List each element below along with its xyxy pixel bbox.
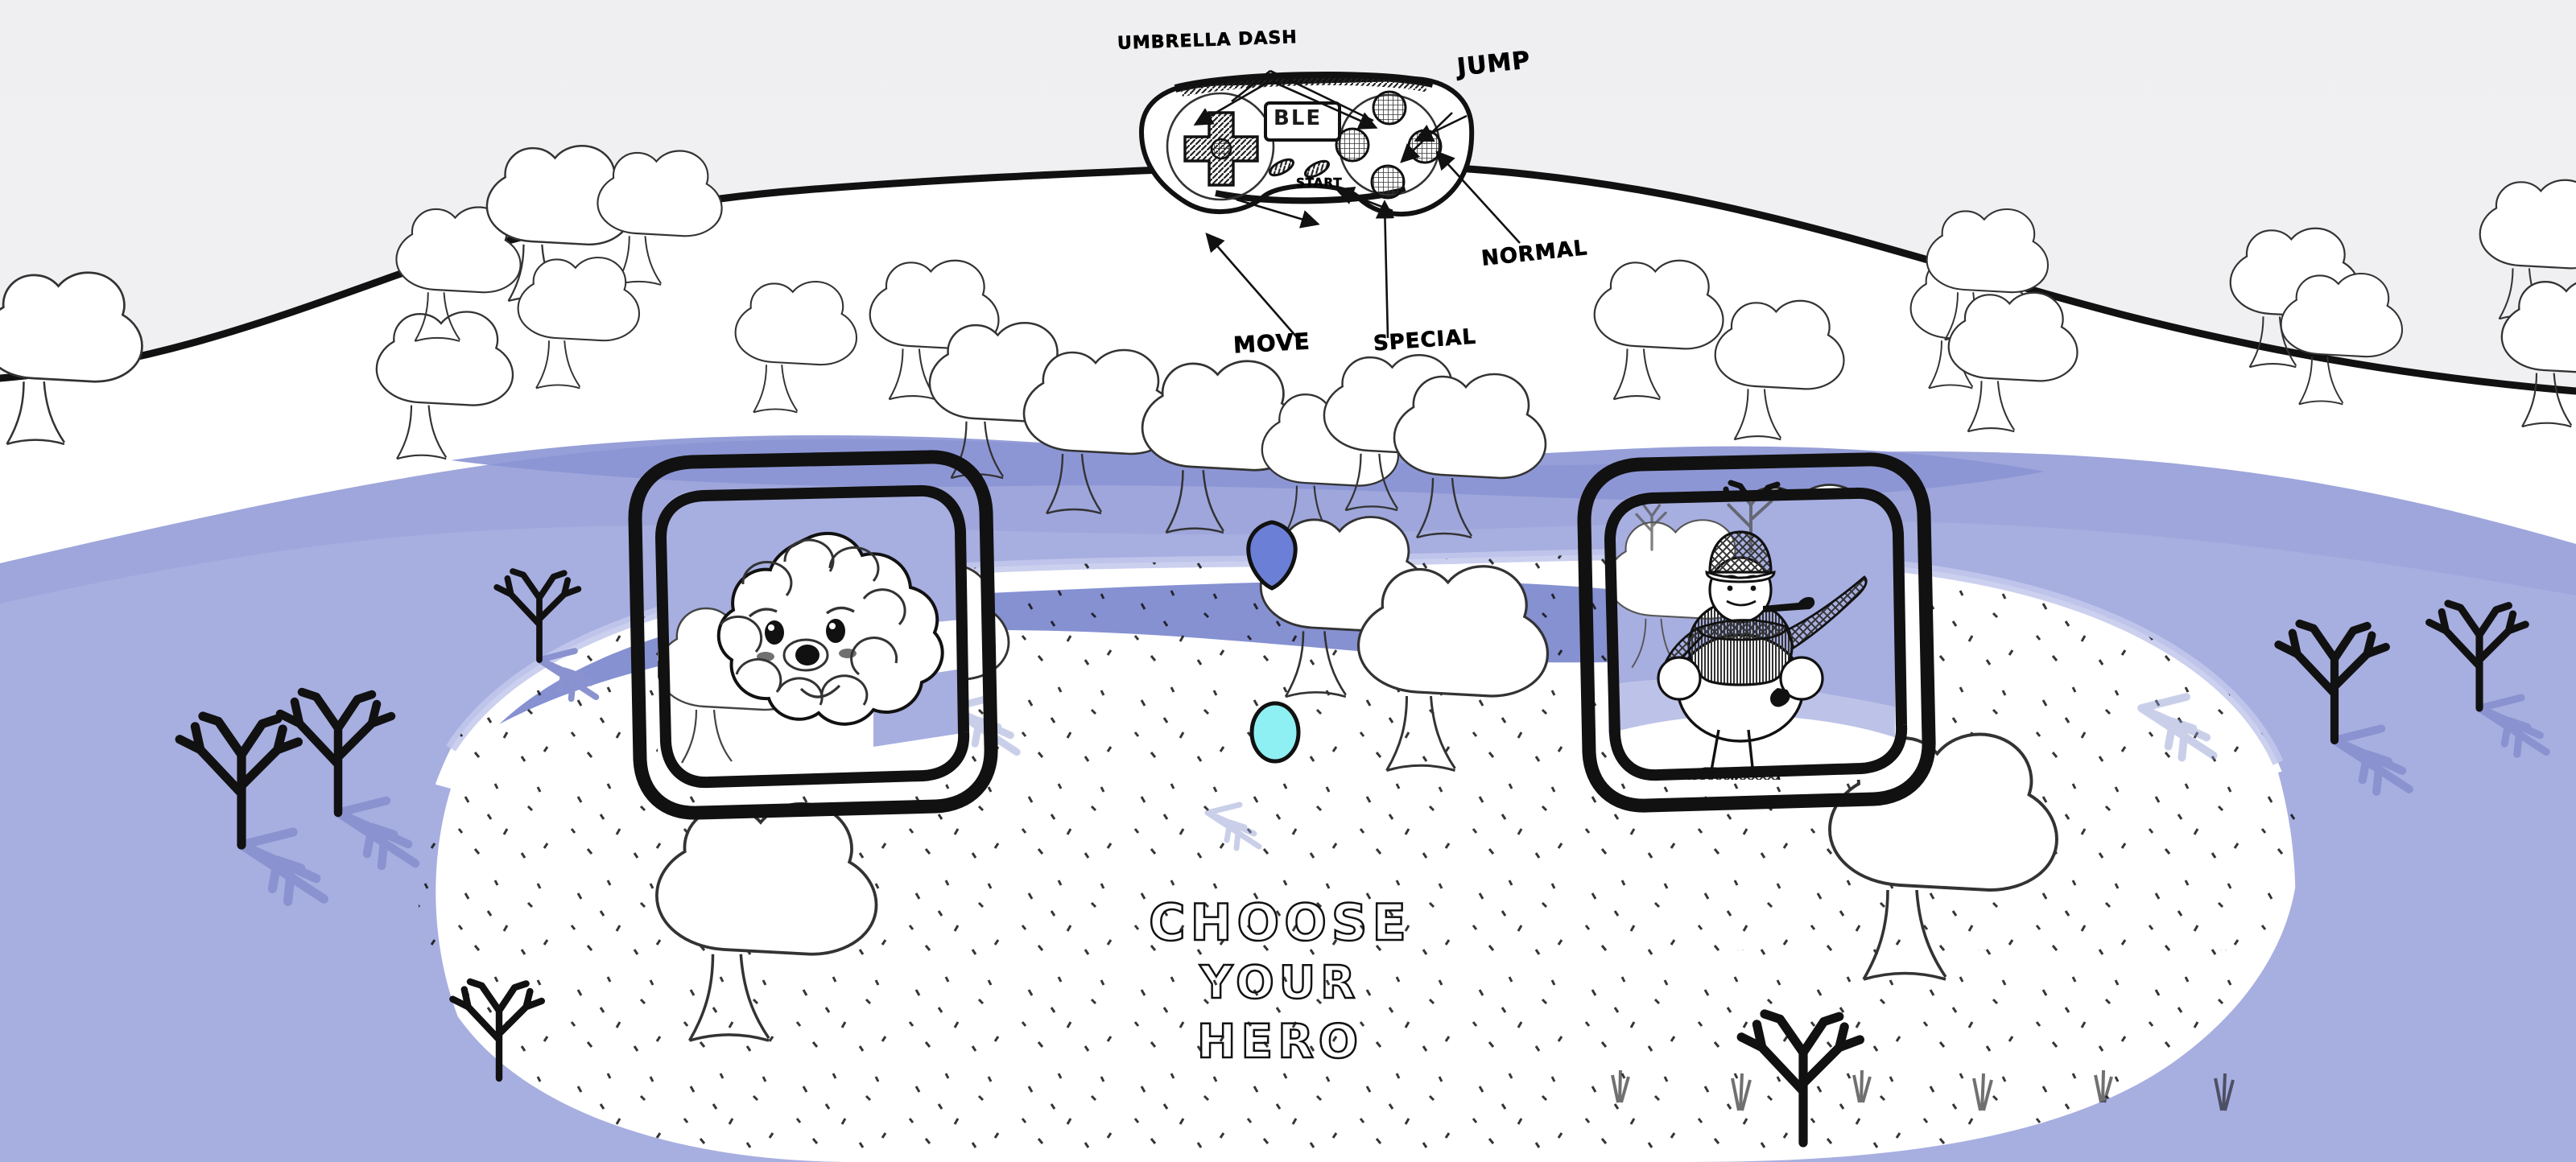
callout-move: MOVE	[1232, 328, 1311, 359]
prompt-line-3: HERO	[1196, 1013, 1364, 1070]
prompt-line-2: YOUR	[1199, 956, 1360, 1011]
controller-diagram: UMBRELLA DASH JUMP NORMAL MOVE SPECIAL B…	[1055, 27, 1589, 370]
cloud-hero-portrait	[716, 531, 944, 726]
button-fourth[interactable]	[1335, 127, 1370, 163]
hero-card-snowman-frame	[1577, 452, 1936, 813]
start-label: START	[1296, 175, 1343, 191]
hero-card-snowman[interactable]	[1562, 447, 1944, 829]
controller-logo-plate	[1264, 101, 1341, 142]
hero-card-snowman-viewport	[1608, 493, 1895, 780]
pickup-orb[interactable]	[1246, 696, 1304, 765]
button-jump[interactable]	[1372, 90, 1407, 126]
choose-your-hero-prompt: CHOOSE YOUR HERO	[1127, 892, 1433, 1070]
pickup-gem-shape	[1246, 520, 1298, 591]
hero-card-cloud[interactable]	[608, 441, 1010, 843]
prompt-line-1: CHOOSE	[1148, 892, 1411, 954]
pickup-gem[interactable]	[1244, 519, 1300, 591]
select-button[interactable]	[1268, 156, 1296, 178]
hero-card-cloud-frame	[628, 450, 998, 820]
controller-logo-text: BLE	[1274, 106, 1323, 130]
snowman-hero-portrait	[1657, 530, 1868, 780]
button-special[interactable]	[1370, 164, 1406, 200]
start-button[interactable]	[1303, 158, 1331, 179]
pickup-orb-shape	[1249, 701, 1301, 764]
hero-card-cloud-viewport	[658, 491, 960, 793]
